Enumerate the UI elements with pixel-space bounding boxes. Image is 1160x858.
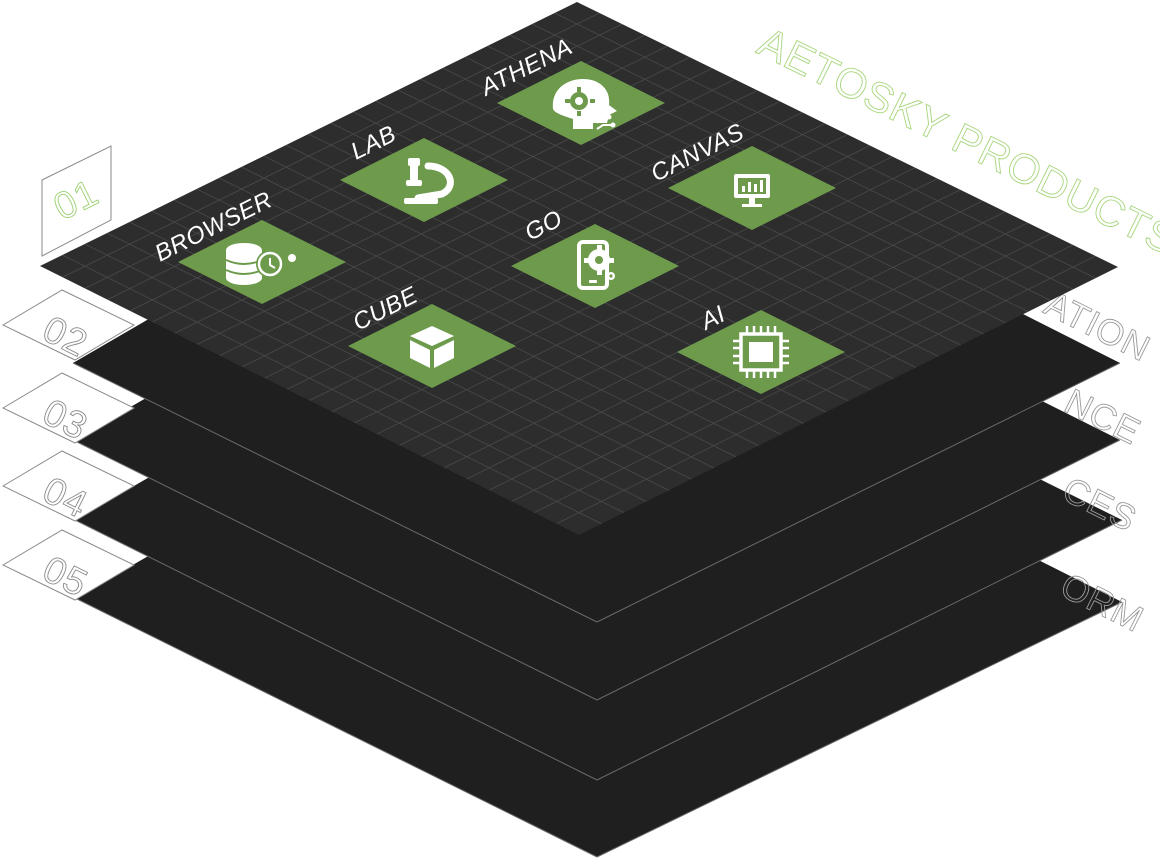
- layer-01-number-badge: 01: [41, 145, 112, 257]
- layer-02-edge: [72, 362, 598, 623]
- layer-03-edge: [72, 439, 598, 701]
- layer-05-edge: [74, 597, 598, 858]
- layer-04-edge: [74, 519, 598, 781]
- layer-05-edge-right: [596, 601, 1123, 858]
- cube-icon: [410, 326, 454, 368]
- layer-03-edge-right: [596, 439, 1121, 701]
- microscope-icon: [404, 158, 454, 204]
- mobile-gear-icon: [577, 240, 615, 290]
- monitor-chart-icon: [734, 174, 770, 207]
- product-tile-cube[interactable]: CUBE: [348, 281, 516, 388]
- layer-04-edge-right: [596, 519, 1123, 781]
- product-tile-go[interactable]: GO: [511, 205, 679, 308]
- chip-icon: [733, 326, 789, 378]
- layer-03-number-badge: 03: [1, 372, 136, 449]
- product-tile-athena[interactable]: ATHENA: [475, 33, 665, 145]
- layer-02-edge-right: [596, 362, 1121, 623]
- layer-05-title: ORM: [1054, 564, 1150, 640]
- product-tile-lab[interactable]: LAB: [340, 120, 508, 222]
- gear-head-icon: [552, 79, 617, 130]
- database-clock-icon: [225, 243, 296, 285]
